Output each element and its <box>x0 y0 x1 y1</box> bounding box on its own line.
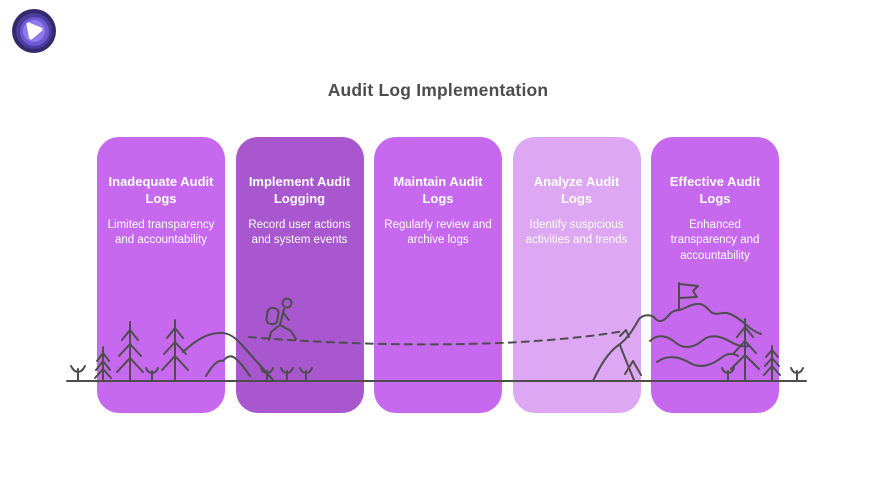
panel-title: Analyze Audit Logs <box>533 174 620 207</box>
logo-ring-inner <box>19 16 49 46</box>
panel-implement-audit-logging: Implement Audit Logging Record user acti… <box>235 137 364 413</box>
panel-description: Identify suspicious activities and trend… <box>525 219 628 247</box>
panel-inadequate-audit-logs: Inadequate Audit Logs Limited transparen… <box>97 137 225 413</box>
page-title: Audit Log Implementation <box>327 80 549 100</box>
panel-title: Inadequate Audit Logs <box>108 174 214 207</box>
logo-ring-outer <box>16 13 52 49</box>
brand-logo[interactable] <box>12 9 56 53</box>
panel-title: Effective Audit Logs <box>669 174 761 207</box>
sprout <box>70 365 86 382</box>
process-panels: Inadequate Audit Logs Limited transparen… <box>97 137 779 413</box>
panel-description: Record user actions and system events <box>248 219 351 247</box>
panel-analyze-audit-logs: Analyze Audit Logs Identify suspicious a… <box>512 137 641 413</box>
panel-title: Maintain Audit Logs <box>393 174 483 207</box>
panel-description: Regularly review and archive logs <box>384 219 492 247</box>
panel-description: Enhanced transparency and accountability <box>670 219 760 262</box>
panel-maintain-audit-logs: Maintain Audit Logs Regularly review and… <box>374 137 502 413</box>
logo-triangle-icon <box>26 22 43 40</box>
panel-description: Limited transparency and accountability <box>107 219 215 247</box>
sprout <box>790 367 804 382</box>
logo-core <box>23 20 45 42</box>
panel-title: Implement Audit Logging <box>248 174 351 207</box>
panel-effective-audit-logs: Effective Audit Logs Enhanced transparen… <box>651 137 779 413</box>
